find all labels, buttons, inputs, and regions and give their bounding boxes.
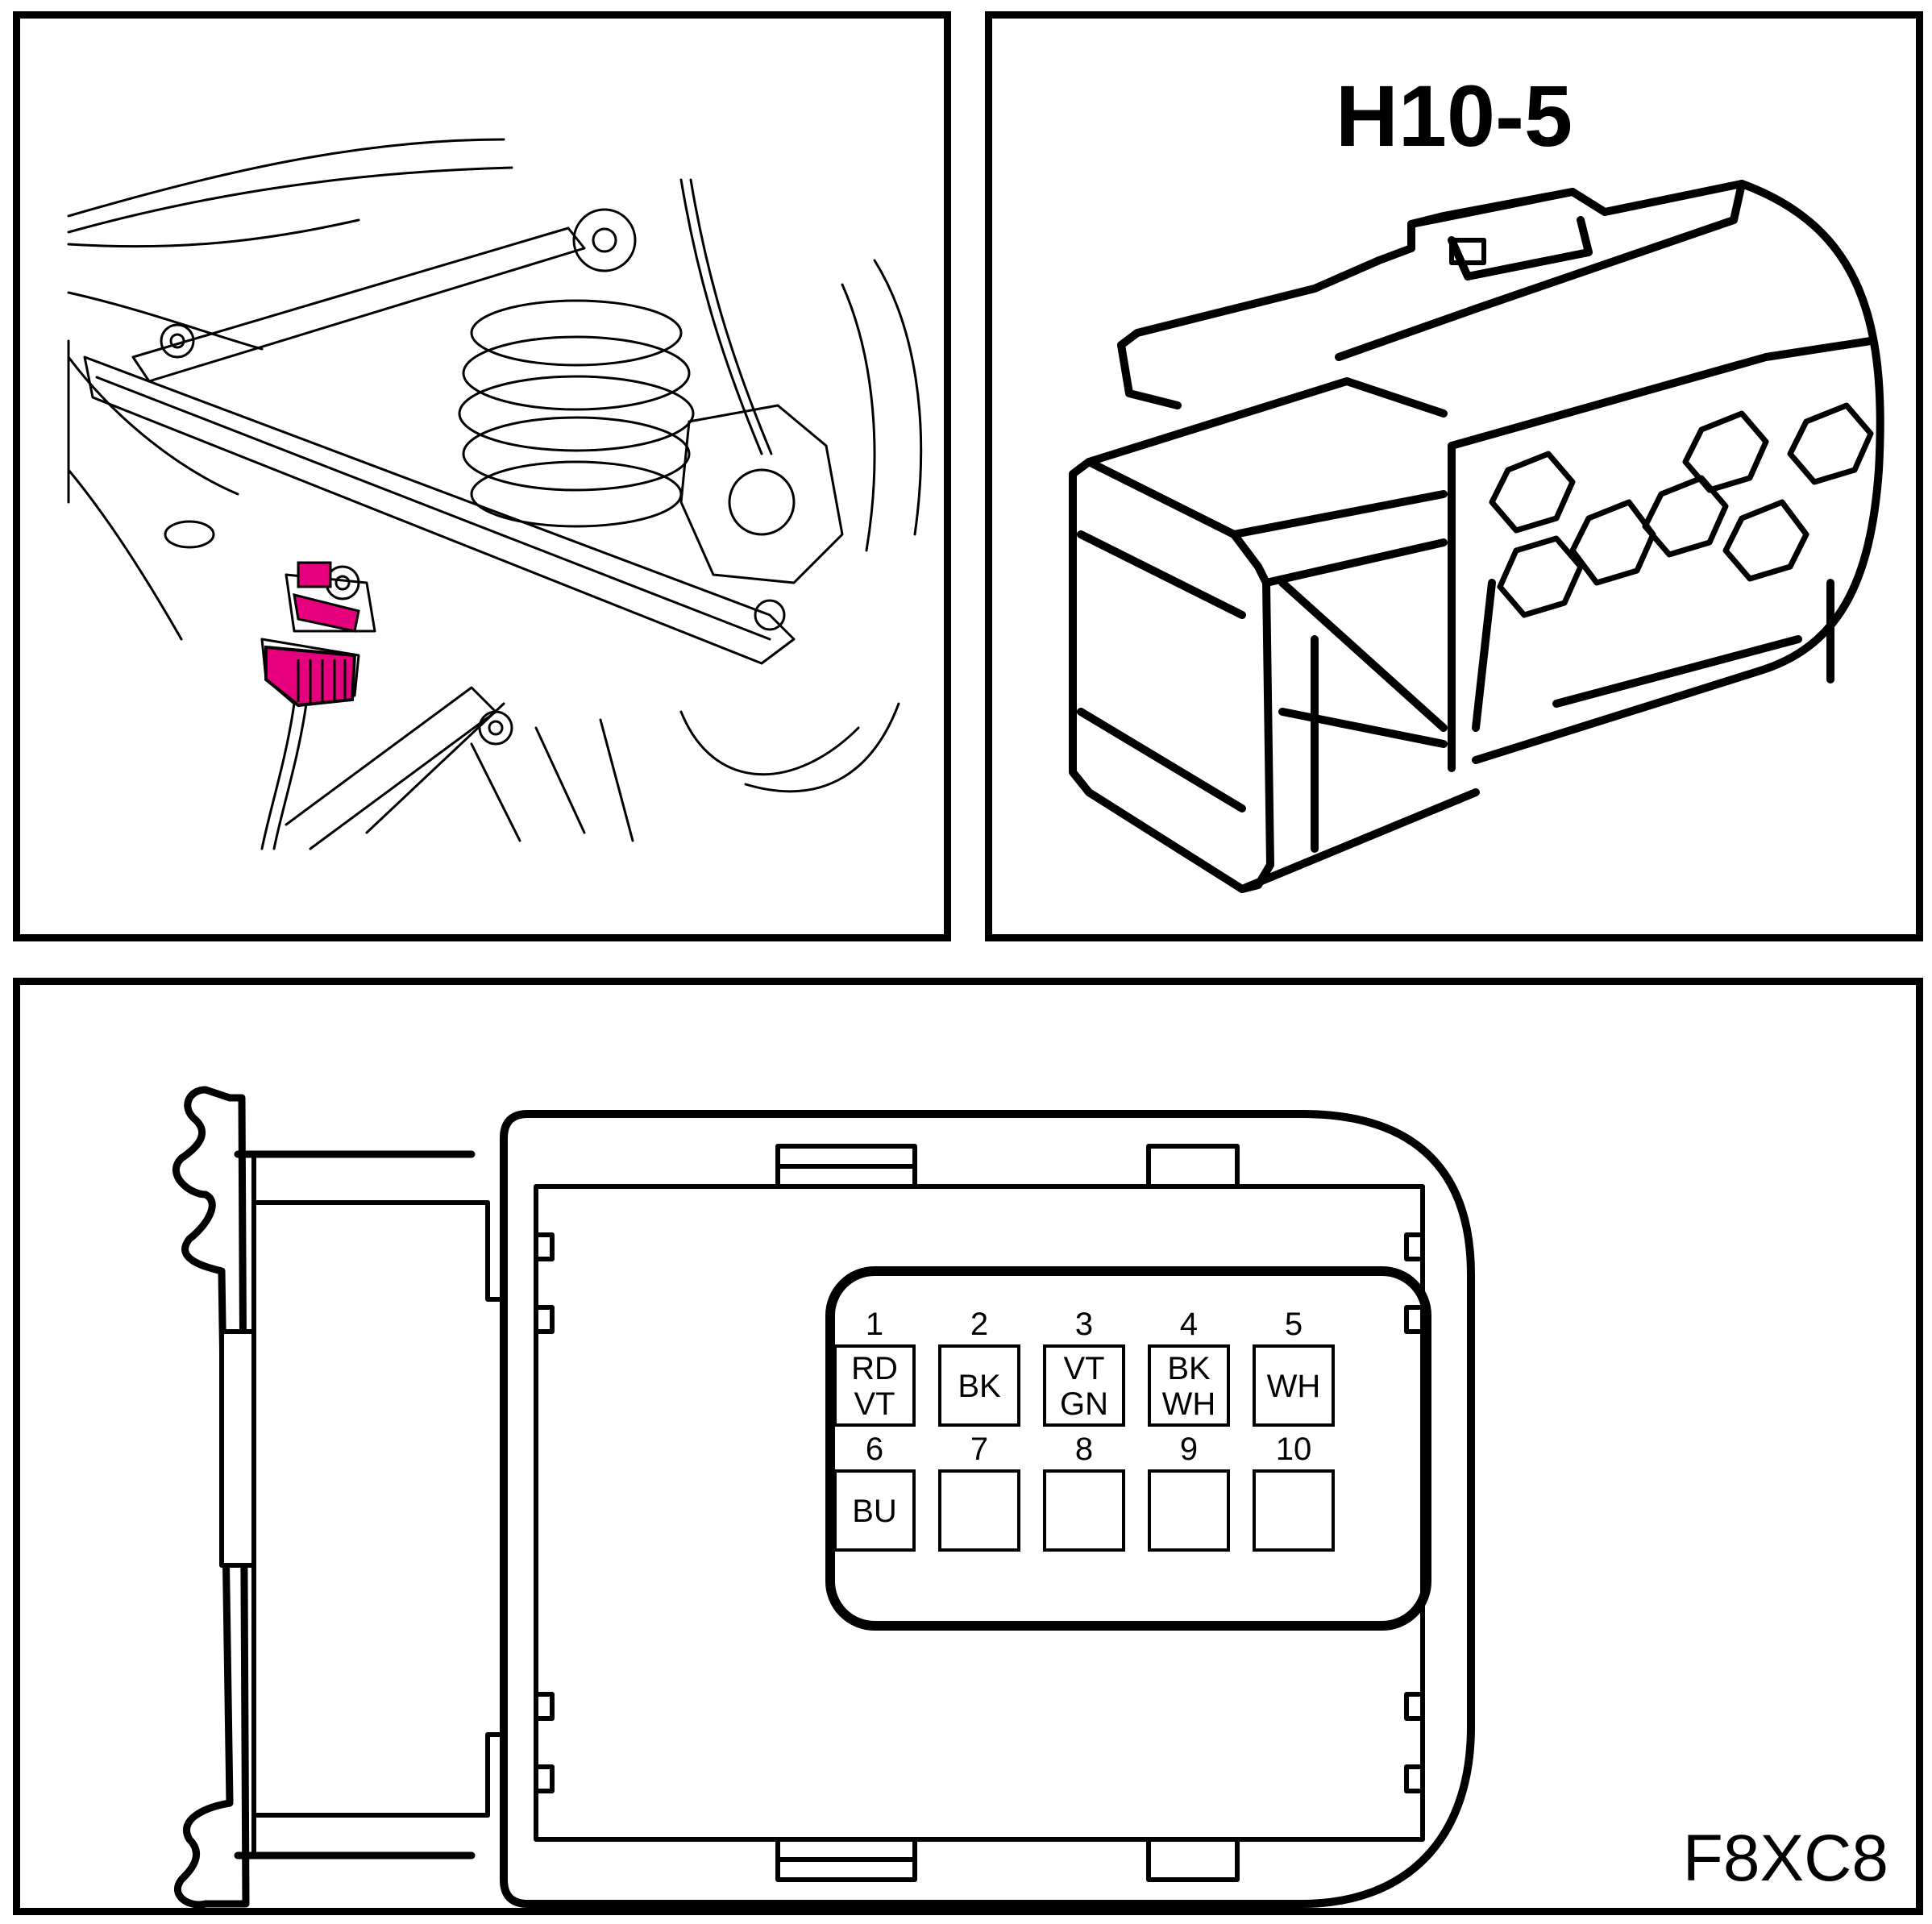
- wire-color-label: BK: [958, 1369, 1001, 1404]
- location-view-panel: [13, 11, 951, 941]
- wire-color-label: RD: [851, 1351, 898, 1386]
- pin-cavity-2: 2BK: [938, 1307, 1020, 1427]
- pin-number: 6: [866, 1432, 883, 1467]
- pin-box: [1043, 1469, 1125, 1552]
- pin-cavity-5: 5WH: [1253, 1307, 1335, 1427]
- pin-box: [1253, 1469, 1335, 1552]
- pin-box: [1043, 1344, 1125, 1427]
- suspension-location-illustration: [67, 138, 923, 850]
- pin-box: [833, 1469, 916, 1552]
- pin-box: [1148, 1344, 1230, 1427]
- connector-label: H10-5: [1335, 67, 1573, 164]
- pin-cavity-9: 9: [1148, 1432, 1230, 1552]
- pin-number: 5: [1285, 1307, 1303, 1342]
- pin-cavity-8: 8: [1043, 1432, 1125, 1552]
- wire-color-label: BU: [852, 1494, 897, 1529]
- pin-box: [833, 1344, 916, 1427]
- wire-color-label: WH: [1162, 1386, 1216, 1422]
- pin-number: 9: [1180, 1432, 1198, 1467]
- pin-box: [1253, 1344, 1335, 1427]
- pin-number: 3: [1075, 1307, 1093, 1342]
- pin-cavity-10: 10: [1253, 1432, 1335, 1552]
- pin-number: 2: [970, 1307, 988, 1342]
- pin-number: 8: [1075, 1432, 1093, 1467]
- wire-color-label: GN: [1060, 1386, 1108, 1422]
- figure-code: F8XC8: [1682, 1822, 1888, 1895]
- connector-location-highlight: [264, 561, 360, 708]
- pin-number: 7: [970, 1432, 988, 1467]
- connector-3d-illustration: [1069, 180, 1884, 893]
- wire-color-label: BK: [1167, 1351, 1211, 1386]
- wire-color-label: WH: [1267, 1369, 1321, 1404]
- pin-cavity-6: 6BU: [833, 1432, 916, 1552]
- pin-box: [938, 1469, 1020, 1552]
- pin-number: 4: [1180, 1307, 1198, 1342]
- connector-3d-panel: H10-5: [985, 11, 1923, 941]
- wire-color-label: VT: [1063, 1351, 1104, 1386]
- pin-box: [1148, 1469, 1230, 1552]
- pin-cavity-7: 7: [938, 1432, 1020, 1552]
- pin-number: 1: [866, 1307, 883, 1342]
- wire-color-label: VT: [854, 1386, 895, 1422]
- pin-box: [938, 1344, 1020, 1427]
- pin-number: 10: [1276, 1432, 1312, 1467]
- connector-face-view: [172, 1086, 1475, 1908]
